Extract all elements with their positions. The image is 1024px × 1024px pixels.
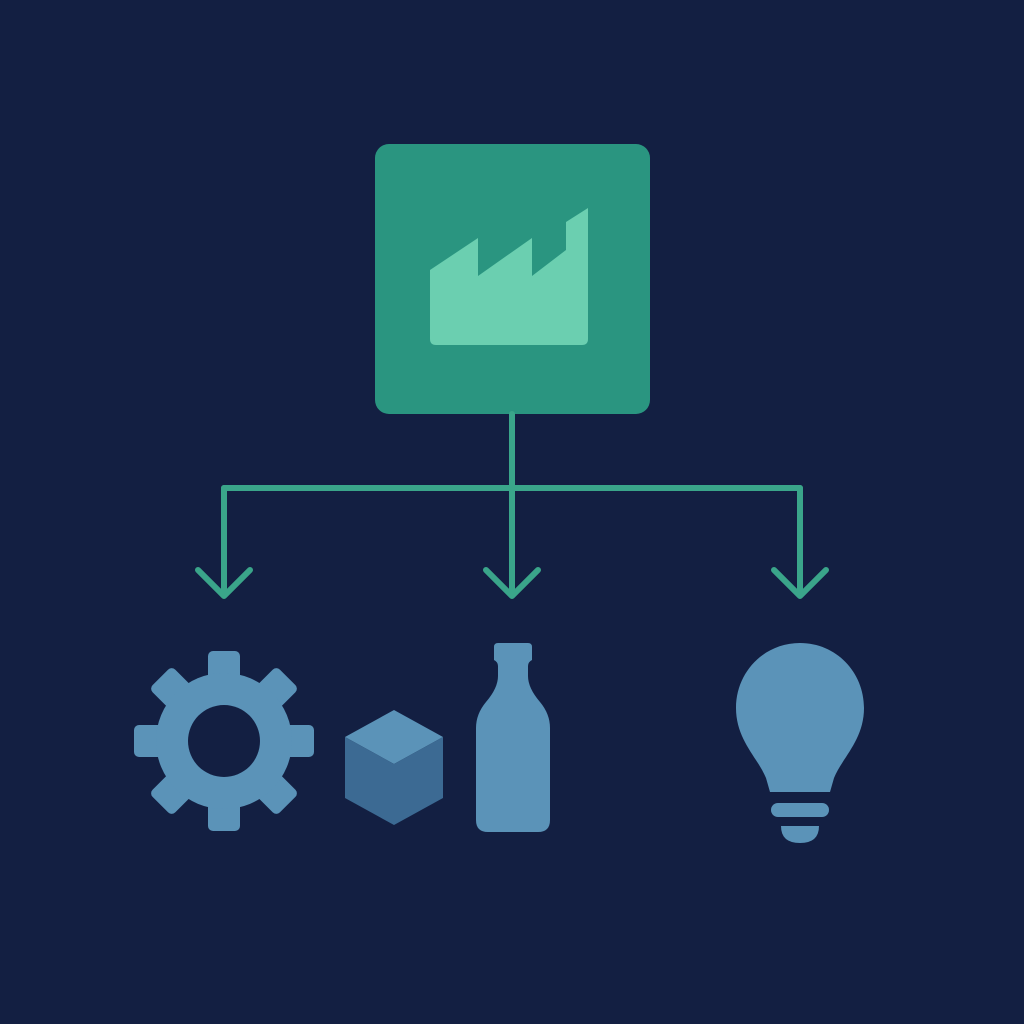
lightbulb-base-tip: [781, 826, 819, 843]
arrowhead-right: [771, 567, 829, 599]
lightbulb-base-ring: [771, 803, 829, 817]
bottle-icon: [476, 643, 550, 832]
arrowhead-left: [195, 567, 253, 599]
arrowhead-center: [483, 567, 541, 599]
cube-icon: [345, 710, 443, 825]
gear-icon: [134, 651, 314, 831]
factory-icon: [430, 208, 588, 345]
lightbulb-icon: [736, 643, 864, 843]
connector-lines: [195, 411, 829, 599]
factory-node: [375, 144, 650, 414]
lightbulb-glass: [736, 643, 864, 792]
